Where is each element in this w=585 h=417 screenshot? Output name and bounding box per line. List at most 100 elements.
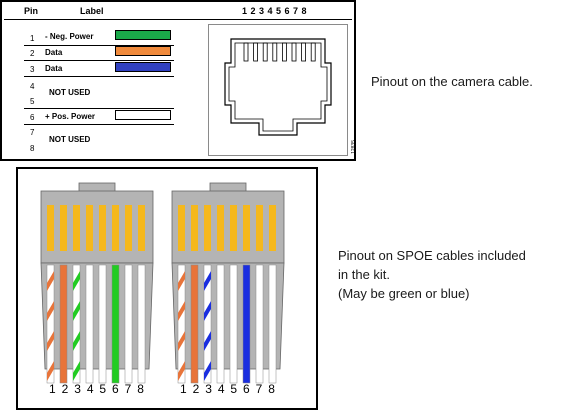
plug-contact-7 [125, 205, 132, 251]
jack-contact-1 [243, 42, 249, 62]
right-plug-blue-variant [171, 182, 285, 384]
pin-number-4: 4 [30, 82, 35, 91]
spoe-caption-line-1: Pinout on SPOE cables included [338, 248, 526, 263]
wire-3-stripe [204, 271, 211, 291]
jack-contact-5 [282, 42, 287, 62]
rj45-contacts-group [243, 42, 316, 62]
wire-1-stripe [178, 301, 185, 321]
plug-contact-5 [99, 205, 106, 251]
left-plug-green-variant [40, 182, 154, 384]
plug-contact-2 [191, 205, 198, 251]
wire-2 [190, 264, 199, 384]
wire-3 [72, 264, 81, 384]
header-pin: Pin [24, 6, 39, 16]
row-divider [24, 76, 174, 77]
wire-3-stripe [204, 331, 211, 351]
rj45-jack-outline-frame [208, 24, 348, 156]
wire-3-stripe [204, 301, 211, 321]
pin-number-3: 3 [30, 65, 35, 74]
pin-number-5: 5 [30, 97, 35, 106]
pin-6-color-swatch [115, 110, 171, 120]
spoe-pinout-panel: 1 2 3 4 5 6 7 8 1 2 3 4 5 6 7 8 [16, 167, 318, 410]
pin-number-1: 1 [30, 34, 35, 43]
rj45-jack-drawing [224, 38, 332, 136]
spoe-caption-line-3: (May be green or blue) [338, 286, 470, 301]
pins-4-5-not-used: NOT USED [49, 88, 91, 97]
plug-contact-1 [47, 205, 54, 251]
spoe-caption-line-2: in the kit. [338, 267, 391, 282]
wire-3-stripe [73, 361, 80, 381]
wire-8 [137, 264, 146, 384]
pin-3-label: Data [45, 64, 63, 73]
wire-2 [59, 264, 68, 384]
rj45-jack-inner [228, 42, 328, 132]
figure-code: 12835 [351, 140, 357, 154]
wire-1-stripe [178, 271, 185, 291]
plug-contact-3 [204, 205, 211, 251]
pin-2-color-swatch [115, 46, 171, 56]
pins-7-8-not-used: NOT USED [49, 135, 91, 144]
plug-contact-4 [86, 205, 93, 251]
pin-1-color-swatch [115, 30, 171, 40]
pin-number-8: 8 [30, 144, 35, 153]
camera-caption-text: Pinout on the camera cable. [371, 74, 533, 89]
wire-8 [268, 264, 277, 384]
wire-6 [242, 264, 251, 384]
jack-contact-8 [310, 42, 316, 62]
left-plug-pin-numbers: 1 2 3 4 5 6 7 8 [49, 382, 146, 396]
plug-body [171, 190, 285, 264]
header-divider [4, 19, 352, 20]
wire-1-stripe [47, 361, 54, 381]
pin-3-color-swatch [115, 62, 171, 72]
wire-3-stripe [73, 331, 80, 351]
wire-7 [255, 264, 264, 384]
jack-contact-7 [301, 42, 306, 62]
row-divider [24, 124, 174, 125]
wire-3-stripe [73, 301, 80, 321]
wire-1 [46, 264, 55, 384]
plug-contact-2 [60, 205, 67, 251]
spoe-plugs-drawing [40, 182, 285, 384]
wire-3-stripe [204, 361, 211, 381]
row-divider [24, 60, 174, 61]
right-plug-pin-numbers: 1 2 3 4 5 6 7 8 [180, 382, 277, 396]
wire-5 [229, 264, 238, 384]
plug-contact-5 [230, 205, 237, 251]
wire-3-stripe [73, 271, 80, 291]
row-divider [24, 108, 174, 109]
wire-1-stripe [47, 271, 54, 291]
jack-contact-6 [291, 42, 297, 62]
row-divider [24, 45, 174, 46]
header-pin-numbers: 1 2 3 4 5 6 7 8 [242, 6, 307, 16]
plug-body [40, 190, 154, 264]
wire-4 [85, 264, 94, 384]
plug-contact-6 [112, 205, 119, 251]
wire-1-stripe [178, 331, 185, 351]
wire-7 [124, 264, 133, 384]
pin-number-2: 2 [30, 49, 35, 58]
plug-contact-6 [243, 205, 250, 251]
pin-6-label: + Pos. Power [45, 112, 96, 121]
wire-3 [203, 264, 212, 384]
wire-6 [111, 264, 120, 384]
wire-1 [177, 264, 186, 384]
plug-contact-3 [73, 205, 80, 251]
plug-boot [40, 262, 154, 370]
camera-pinout-panel: Pin Label 1 2 3 4 5 6 7 8 1 2 3 4 5 6 7 … [0, 0, 357, 161]
pin-2-label: Data [45, 48, 63, 57]
pin-number-6: 6 [30, 113, 35, 122]
plug-contact-7 [256, 205, 263, 251]
wire-1-stripe [47, 331, 54, 351]
plug-contact-4 [217, 205, 224, 251]
jack-contact-4 [272, 42, 278, 62]
plug-boot [171, 262, 285, 370]
wire-5 [98, 264, 107, 384]
rj45-jack-body [224, 38, 332, 136]
camera-cable-caption: Pinout on the camera cable. [371, 72, 533, 91]
plug-contact-8 [138, 205, 145, 251]
pin-number-7: 7 [30, 128, 35, 137]
header-label: Label [80, 6, 104, 16]
pin-1-label: - Neg. Power [45, 32, 94, 41]
jack-contact-3 [262, 42, 268, 62]
plug-contact-8 [269, 205, 276, 251]
